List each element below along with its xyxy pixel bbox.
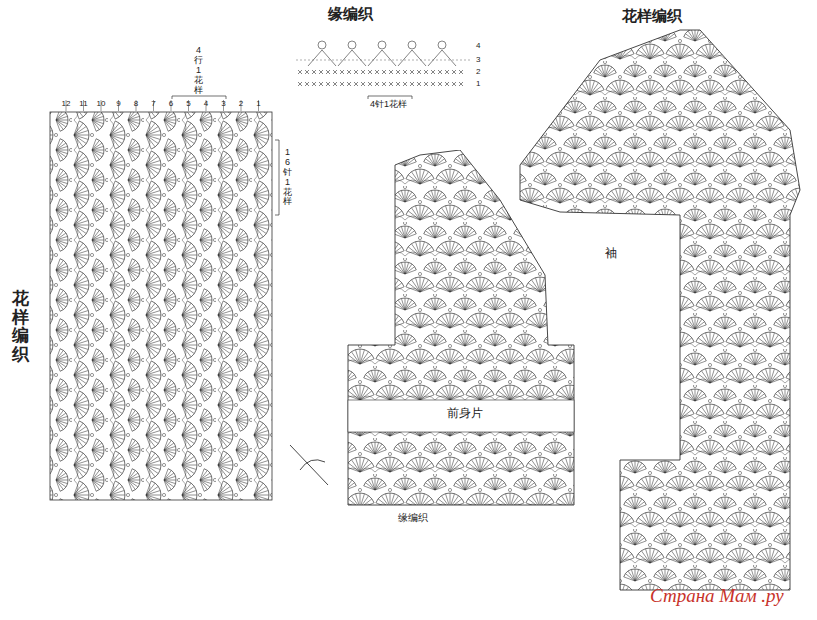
row-number: 8 xyxy=(134,100,138,109)
repeat-note: 16针1花样 xyxy=(283,148,292,207)
piece-name: 前身片 xyxy=(445,407,485,420)
chart-title: 花样编织 xyxy=(12,290,29,365)
row-number: 12 xyxy=(62,100,71,109)
piece-outline xyxy=(515,25,805,595)
row-number: 3 xyxy=(476,56,480,65)
part-name: 缘编织 xyxy=(398,512,428,523)
hook-symbol xyxy=(290,445,328,485)
row-number: 7 xyxy=(151,100,155,109)
row-number: 6 xyxy=(169,100,173,109)
piece-name: 袖 xyxy=(603,247,619,260)
row-number: 3 xyxy=(221,100,225,109)
repeat-bracket xyxy=(172,96,226,99)
row-number: 2 xyxy=(476,68,480,77)
row-number: 4 xyxy=(204,100,208,109)
row-number: 4 xyxy=(476,42,480,51)
repeat-note: 4行1花样 xyxy=(194,46,203,95)
row-number: 10 xyxy=(97,100,106,109)
row-number: 1 xyxy=(476,80,480,89)
repeat-note: 4针1花样 xyxy=(370,100,407,110)
edging-chart xyxy=(296,41,470,99)
row-number: 5 xyxy=(186,100,190,109)
row-number: 1 xyxy=(256,100,260,109)
chart-title: 花样编织 xyxy=(622,8,682,25)
watermark: Страна Мам .ру xyxy=(650,586,784,607)
row-number: 2 xyxy=(239,100,243,109)
repeat-bracket xyxy=(275,140,279,215)
sleeve-piece: 袖 xyxy=(515,25,805,595)
chart-title: 缘编织 xyxy=(328,6,373,23)
row-number: 11 xyxy=(79,100,87,109)
stitch-swatch xyxy=(50,112,272,500)
row-number: 9 xyxy=(116,100,120,109)
